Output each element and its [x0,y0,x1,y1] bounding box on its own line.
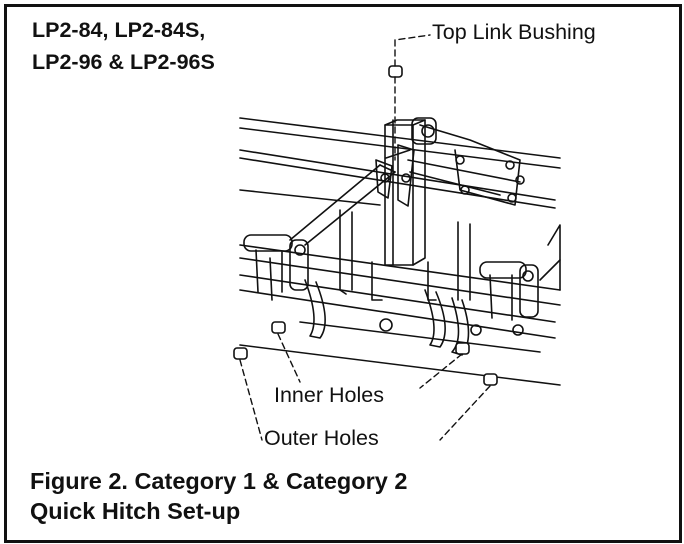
hitch-mast [384,119,426,266]
figure-caption-line-2: Quick Hitch Set-up [30,498,241,524]
right-lower-link [479,224,561,321]
left-lower-link [243,234,309,301]
upper-bracket [411,117,525,206]
shank-clamps [339,209,471,301]
model-line-1: LP2-84, LP2-84S, [32,18,206,42]
inner-holes-label: Inner Holes [274,383,384,407]
toolbar-beam [239,244,561,386]
bushings [233,65,498,386]
top-link-bushing-label: Top Link Bushing [432,20,596,44]
leader-lines [239,34,491,441]
support-arms [289,159,521,246]
model-line-2: LP2-96 & LP2-96S [32,50,215,74]
outer-holes-label: Outer Holes [264,426,379,450]
figure-caption-line-1: Figure 2. Category 1 & Category 2 [30,468,408,494]
top-link-plates [375,144,415,207]
